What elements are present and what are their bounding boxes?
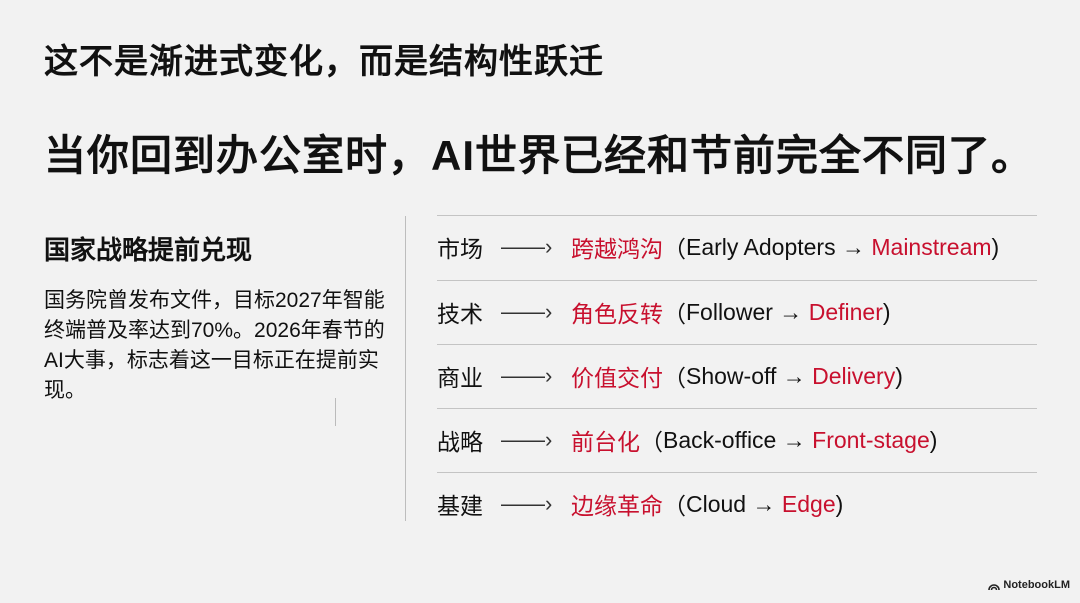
right-arrow-icon: → [776, 426, 813, 453]
right-arrow-icon: → [835, 233, 872, 260]
row-shift: 前台化 [571, 429, 640, 455]
right-arrow-icon: → [746, 490, 782, 517]
notebooklm-logo: NotebookLM [988, 579, 1070, 591]
row-divider [437, 472, 1037, 473]
row-shift: 角色反转 [571, 301, 663, 327]
table-row: 商业 ——› 价值交付（Show-off → Delivery) [437, 344, 1037, 408]
long-arrow-icon: ——› [501, 491, 553, 516]
close-paren: ) [895, 362, 903, 389]
row-from: Cloud [686, 490, 747, 517]
vertical-divider [405, 216, 406, 521]
row-shift: 跨越鸿沟 [571, 236, 663, 262]
row-to: Mainstream [871, 233, 992, 260]
open-paren: （ [640, 429, 663, 455]
long-arrow-icon: ——› [501, 427, 553, 452]
right-arrow-icon: → [776, 362, 813, 389]
row-to: Front-stage [812, 426, 930, 453]
table-row: 市场 ——› 跨越鸿沟（Early Adopters → Mainstream) [437, 215, 1037, 279]
brand-label: NotebookLM [1003, 579, 1070, 591]
right-arrow-icon: → [772, 298, 809, 325]
row-category: 技术 [437, 301, 483, 327]
close-paren: ) [882, 298, 891, 325]
row-category: 市场 [437, 236, 483, 262]
row-from: Show-off [686, 362, 777, 389]
row-to: Edge [781, 490, 836, 517]
row-from: Back-office [663, 426, 777, 453]
long-arrow-icon: ——› [501, 363, 553, 388]
close-paren: ) [991, 233, 1000, 260]
table-row: 技术 ——› 角色反转（Follower → Definer) [437, 280, 1037, 344]
row-shift: 价值交付 [571, 365, 663, 391]
row-divider [437, 280, 1037, 281]
row-to: Definer [808, 298, 883, 325]
close-paren: ) [835, 490, 844, 517]
open-paren: （ [663, 365, 686, 391]
table-row: 基建 ——› 边缘革命（Cloud → Edge) [437, 472, 1037, 536]
slide-title: 这不是渐进式变化，而是结构性跃迁 [44, 43, 604, 81]
row-shift: 边缘革命 [571, 493, 663, 519]
open-paren: （ [663, 493, 686, 519]
row-divider [437, 344, 1037, 345]
open-paren: （ [663, 301, 686, 327]
table-row: 战略 ——› 前台化（Back-office → Front-stage) [437, 408, 1037, 472]
section-heading: 国家战略提前兑现 [44, 235, 253, 265]
open-paren: （ [663, 236, 686, 262]
long-arrow-icon: ——› [501, 234, 553, 259]
row-category: 商业 [437, 365, 483, 391]
row-category: 战略 [437, 429, 483, 455]
slide-headline: 当你回到办公室时，AI世界已经和节前完全不同了。 [44, 132, 1035, 179]
row-from: Follower [686, 298, 773, 325]
close-paren: ) [929, 426, 938, 453]
row-divider [437, 215, 1037, 216]
section-body: 国务院曾发布文件，目标2027年智能终端普及率达到70%。2026年春节的AI大… [44, 289, 385, 402]
row-to: Delivery [812, 362, 896, 389]
notebooklm-icon [988, 583, 1001, 590]
text-cursor [335, 398, 336, 426]
long-arrow-icon: ——› [501, 299, 553, 324]
row-from: Early Adopters [686, 233, 836, 260]
row-category: 基建 [437, 493, 483, 519]
row-divider [437, 408, 1037, 409]
